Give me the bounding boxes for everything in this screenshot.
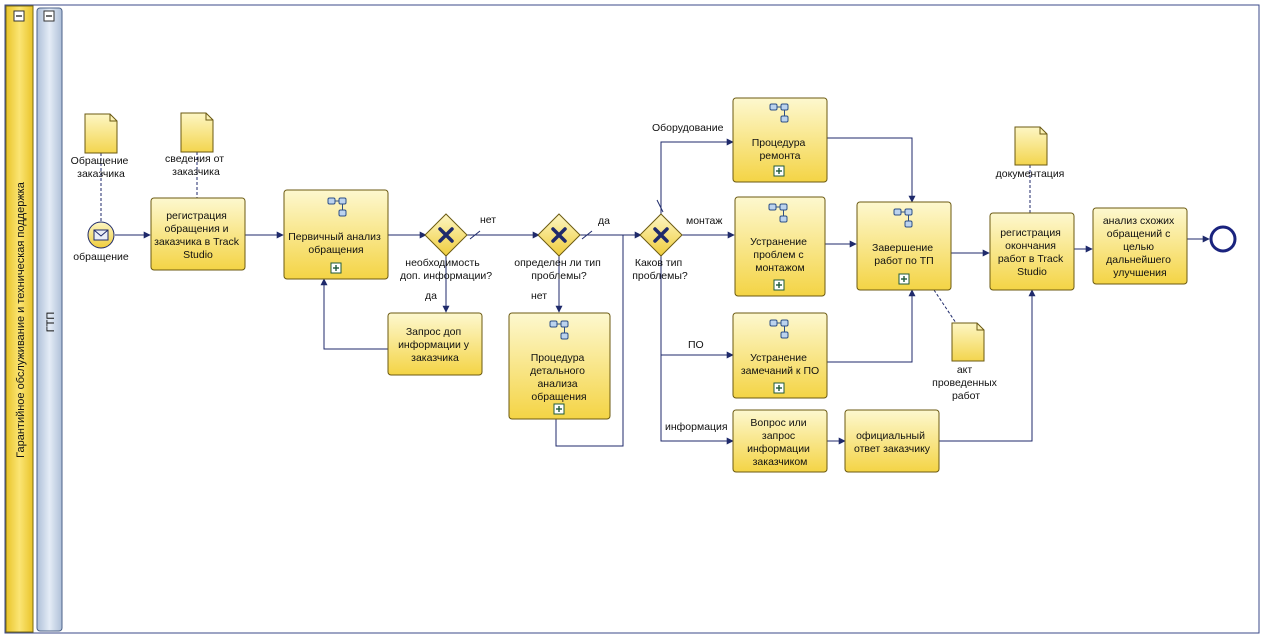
subprocess-complete-label: Завершение работ по ТП [872, 242, 936, 267]
data-object-act[interactable]: акт проведенных работ [932, 322, 1000, 402]
subprocess-repair-label: Процедура ремонта [752, 137, 809, 162]
task-register[interactable]: регистрация обращения и заказчика в Trac… [150, 197, 246, 271]
task-question[interactable]: Вопрос или запрос информации заказчиком [732, 409, 828, 473]
subprocess-repair[interactable]: Процедура ремонта [732, 97, 828, 183]
expand-icon[interactable] [330, 262, 342, 274]
default-flow-marks [469, 199, 664, 240]
lane-collapse-icon[interactable] [43, 10, 55, 22]
data-object-customer-info-label: сведения от заказчика [165, 153, 227, 178]
data-object-documentation-label: документация [996, 168, 1065, 180]
data-object-request[interactable]: Обращение заказчика [71, 113, 132, 180]
flow-label-no-1: нет [480, 214, 496, 226]
subprocess-detailed-analysis[interactable]: Процедура детального анализа обращения [508, 312, 611, 420]
flow-label-hardware: Оборудование [652, 122, 724, 134]
subprocess-primary-analysis[interactable]: Первичный анализ обращения [283, 189, 389, 280]
associations [100, 152, 1031, 327]
subprocess-mounting[interactable]: Устранение проблем с монтажом [734, 196, 826, 297]
pool-collapse-icon[interactable] [13, 10, 25, 22]
sequence-flows [115, 137, 1210, 447]
task-register-label: регистрация обращения и заказчика в Trac… [154, 210, 242, 261]
subprocess-mounting-label: Устранение проблем с монтажом [750, 236, 810, 274]
task-register-end-label: регистрация окончания работ в Track Stud… [998, 227, 1066, 278]
lane-header: ГТП [36, 7, 63, 632]
task-question-label: Вопрос или запрос информации заказчиком [747, 417, 813, 468]
expand-icon[interactable] [898, 273, 910, 285]
task-official-answer[interactable]: официальный ответ заказчику [844, 409, 940, 473]
task-request-info[interactable]: Запрос доп информации у заказчика [387, 312, 483, 376]
subprocess-complete[interactable]: Завершение работ по ТП [856, 201, 952, 291]
pool-frame [4, 4, 1260, 634]
flow-label-yes-1: да [425, 290, 437, 302]
expand-icon[interactable] [773, 165, 785, 177]
gateway-problem-type[interactable]: Каков тип проблемы? [632, 213, 688, 282]
envelope-icon [93, 229, 109, 241]
task-request-info-label: Запрос доп информации у заказчика [398, 326, 472, 364]
subprocess-detailed-analysis-label: Процедура детального анализа обращения [530, 352, 588, 403]
data-object-customer-info[interactable]: сведения от заказчика [165, 112, 227, 178]
pool-label: Гарантийное обслуживание и техническая п… [15, 181, 27, 458]
task-register-end[interactable]: регистрация окончания работ в Track Stud… [989, 212, 1075, 291]
subprocess-software[interactable]: Устранение замечаний к ПО [732, 312, 828, 399]
subprocess-software-label: Устранение замечаний к ПО [741, 352, 819, 377]
expand-icon[interactable] [773, 382, 785, 394]
lane-label: ГТП [45, 312, 57, 333]
flow-label-no-2: нет [531, 290, 547, 302]
flow-label-mounting: монтаж [686, 215, 722, 227]
gateway-problem-type-label: Каков тип проблемы? [632, 257, 688, 282]
data-object-act-label: акт проведенных работ [932, 364, 1000, 402]
task-similar-analysis[interactable]: анализ схожих обращений с целью дальнейш… [1092, 207, 1188, 285]
start-event-label: обращение [73, 251, 129, 263]
flow-label-information: информация [665, 421, 728, 433]
gateway-need-info-label: необходимость доп. информации? [400, 257, 492, 282]
flow-labels: нет да да нет Оборудование монтаж ПО инф… [425, 122, 728, 433]
expand-icon[interactable] [773, 279, 785, 291]
gateway-type-defined[interactable]: определен ли тип проблемы? [514, 213, 603, 282]
end-event[interactable] [1209, 225, 1237, 253]
start-event-message[interactable]: обращение [73, 221, 129, 263]
task-official-answer-label: официальный ответ заказчику [854, 430, 931, 455]
pool-header: Гарантийное обслуживание и техническая п… [5, 5, 34, 633]
flow-label-software: ПО [688, 339, 704, 351]
data-object-documentation[interactable]: документация [996, 126, 1065, 180]
flow-label-yes-2: да [598, 215, 610, 227]
gateway-need-info[interactable]: необходимость доп. информации? [400, 213, 492, 282]
gateway-type-defined-label: определен ли тип проблемы? [514, 257, 603, 282]
task-similar-analysis-label: анализ схожих обращений с целью дальнейш… [1103, 215, 1177, 279]
expand-icon[interactable] [553, 403, 565, 415]
subprocess-primary-analysis-label: Первичный анализ обращения [288, 231, 383, 256]
data-object-request-label: Обращение заказчика [71, 155, 132, 180]
